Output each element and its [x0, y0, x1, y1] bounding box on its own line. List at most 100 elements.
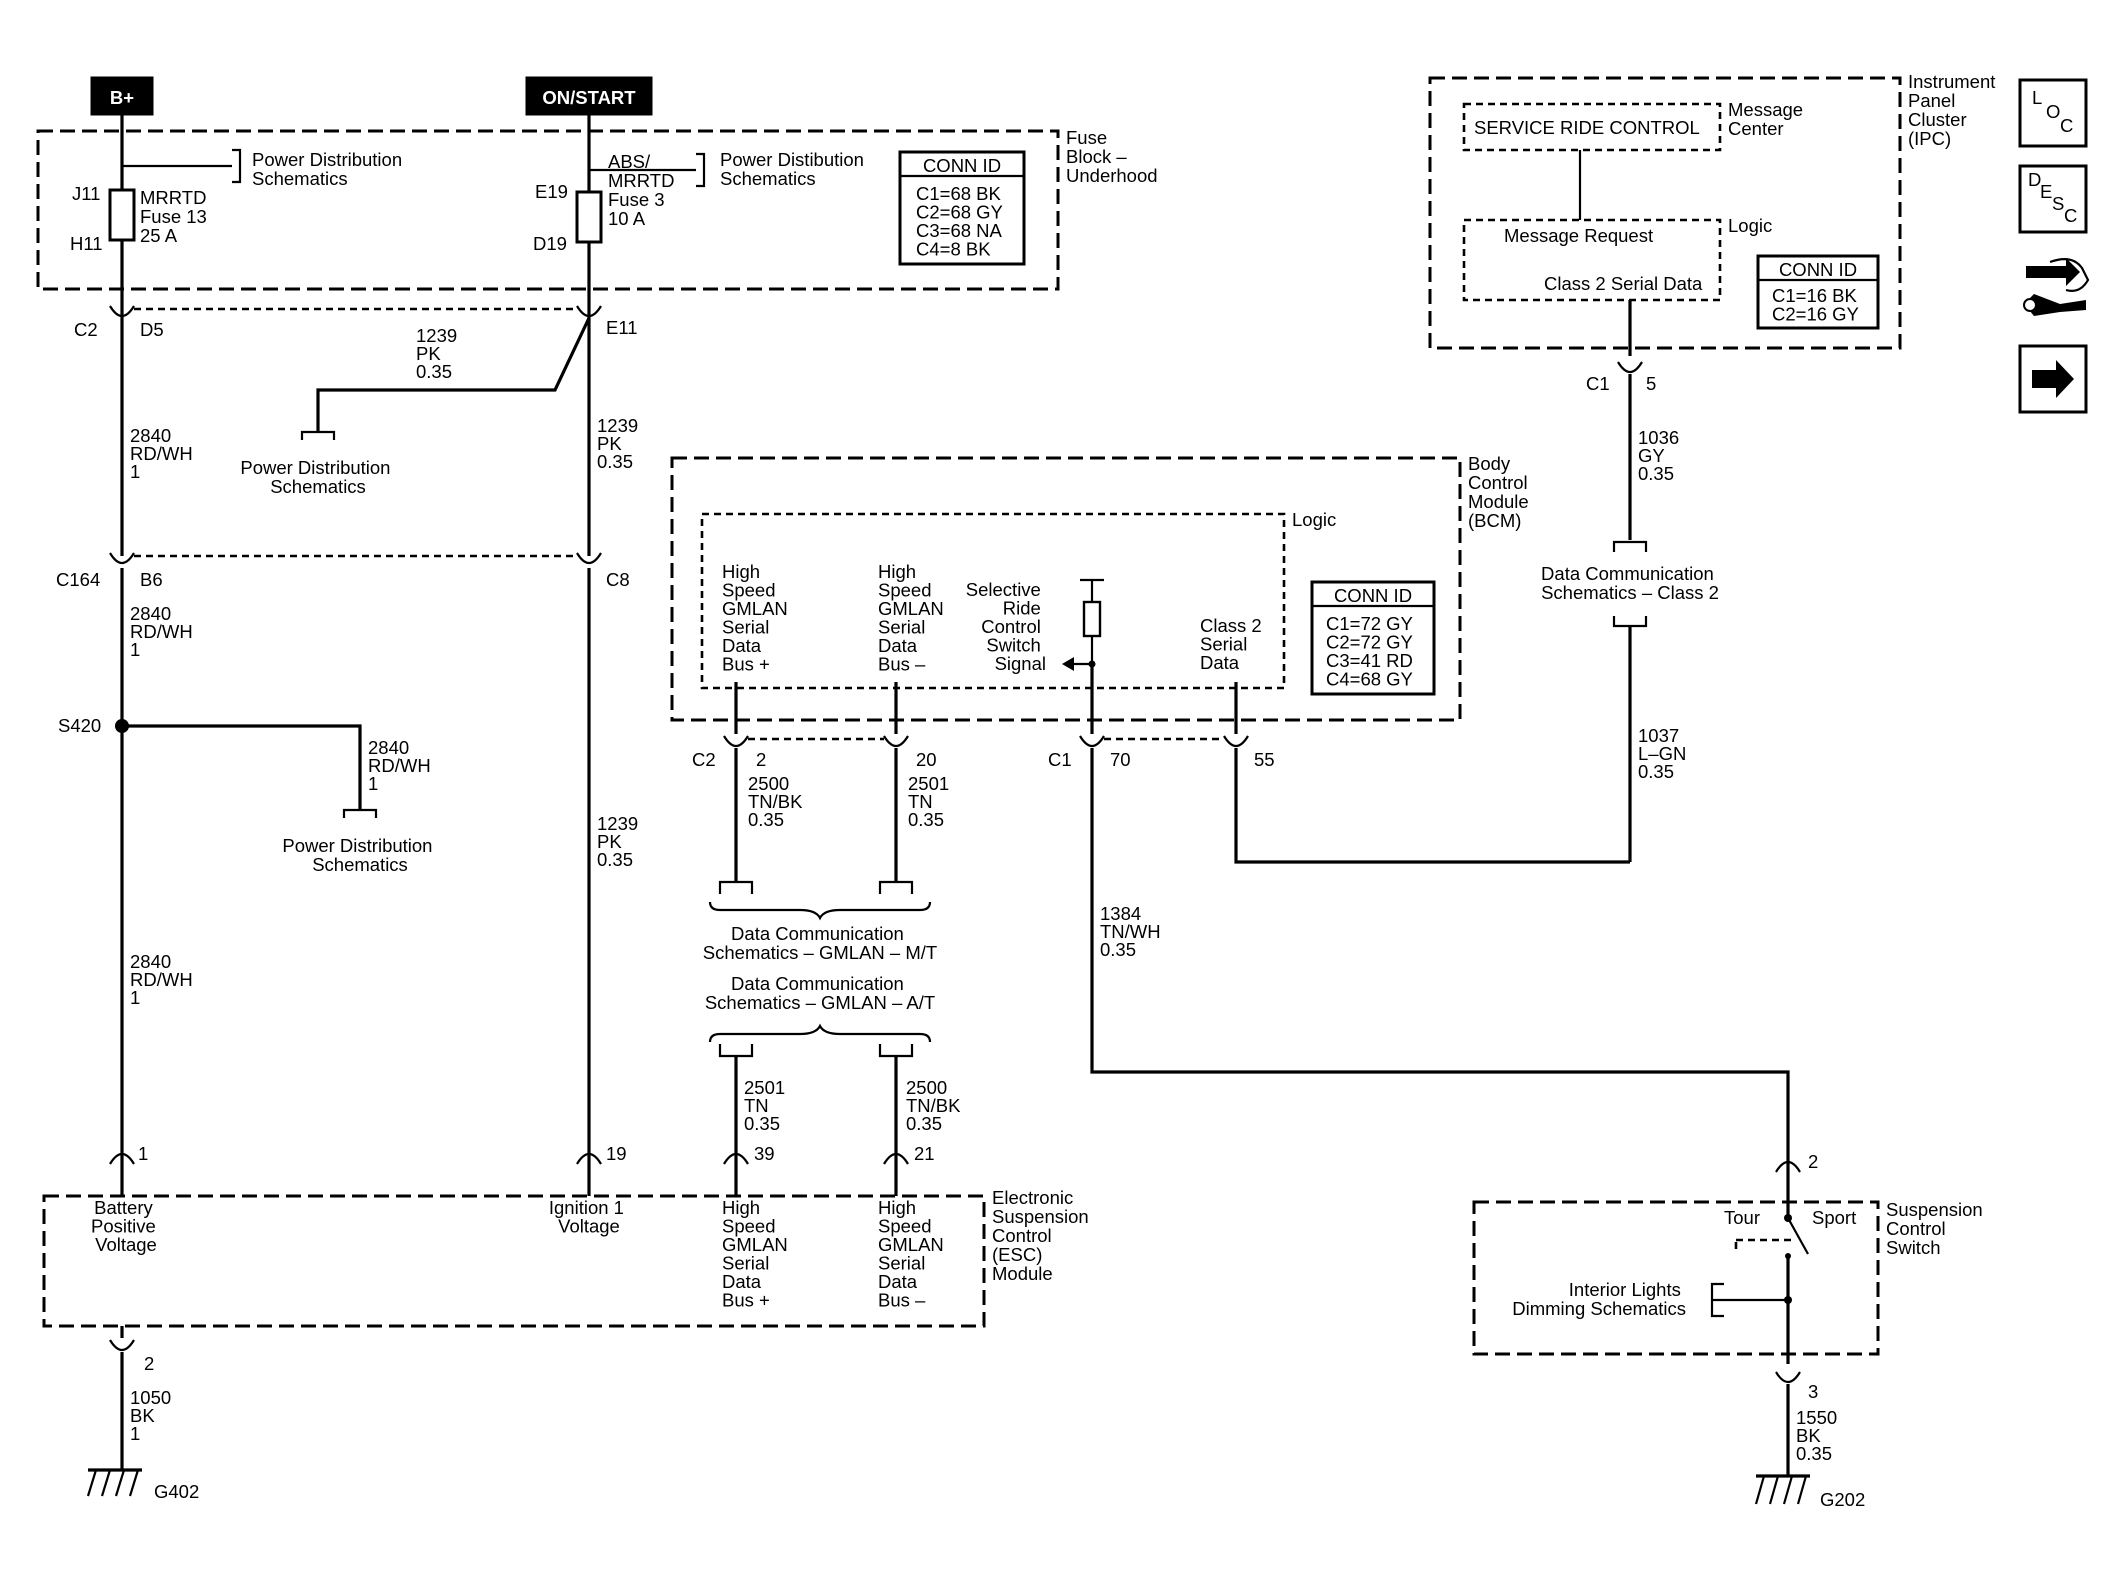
next-arrow-icon[interactable]: [2018, 344, 2088, 414]
svg-text:E: E: [2040, 181, 2052, 202]
data-comm-at: Data Communication Schematics – GMLAN – …: [705, 973, 935, 1013]
wire-2840-b: 2840 RD/WH 1: [130, 603, 198, 660]
fuse-3: [575, 190, 603, 244]
conn-c164: C164: [56, 569, 100, 590]
message-center-box: [1462, 102, 1722, 152]
switch-tour: Tour: [1724, 1207, 1760, 1228]
pull-up-resistor: [1062, 578, 1104, 671]
pin-c8: C8: [606, 569, 630, 590]
wire-1239-low: 1239 PK 0.35: [597, 813, 643, 870]
svg-text:L: L: [2032, 87, 2042, 108]
conn-c2: C2: [74, 319, 98, 340]
mode-switch: [1734, 1214, 1809, 1364]
svg-text:S: S: [2052, 193, 2064, 214]
svg-text:C1=72 GY C2=72 GY: C1=72 GY C2=72 GY C3=41 RD C4=68 GY: [1326, 613, 1418, 690]
bcm-selective-signal: Selective Ride Control Switch Signal: [966, 579, 1046, 674]
esc-battery-voltage: Battery Positive Voltage: [91, 1197, 161, 1255]
fuse-block-conn-id: CONN ID C1=68 BK C2=68 GY C3=68 NA C4=8 …: [898, 150, 1026, 266]
loc-icon[interactable]: L O C: [2018, 78, 2088, 148]
fuse-13-pin-bottom: H11: [70, 233, 103, 254]
bcm-name: Body Control Module (BCM): [1468, 453, 1534, 531]
fuse-13-pin-top: J11: [72, 183, 100, 204]
bcm-conn-c2: C2: [692, 749, 716, 770]
fuse-13-label: MRRTD Fuse 13 25 A: [140, 187, 212, 246]
pd-schematics-branch: Power Distribution Schematics: [240, 457, 395, 497]
svg-text:C: C: [2060, 115, 2073, 136]
bcm-pin-2: 2: [756, 749, 766, 770]
suspension-switch-outline: [1472, 1200, 1880, 1356]
bcm-conn-id: CONN ID C1=72 GY C2=72 GY C3=41 RD C4=68…: [1310, 580, 1436, 696]
wire-2840-branch: 2840 RD/WH 1: [368, 737, 436, 794]
message-center-label: Message Center: [1728, 99, 1808, 139]
esc-pin-21: 21: [914, 1143, 935, 1164]
bcm-hs-plus: High Speed GMLAN Serial Data Bus +: [722, 561, 793, 675]
interior-lights-dimming: Interior Lights Dimming Schematics: [1512, 1279, 1686, 1319]
svg-text:CONN ID: CONN ID: [923, 155, 1001, 176]
pin-b6: B6: [140, 569, 163, 590]
pin-e11: E11: [606, 317, 638, 338]
bcm-hs-minus: High Speed GMLAN Serial Data Bus –: [878, 561, 949, 675]
wire-2501-bot: 2501 TN 0.35: [744, 1077, 790, 1134]
svg-text:D: D: [2028, 169, 2041, 190]
esc-pin-2: 2: [144, 1353, 154, 1374]
ipc-pin-5: 5: [1646, 373, 1656, 394]
ipc-name: Instrument Panel Cluster (IPC): [1908, 71, 2001, 149]
data-comm-mt: Data Communication Schematics – GMLAN – …: [703, 923, 937, 963]
fuse-block-name: Fuse Block – Underhood: [1066, 127, 1158, 186]
bcm-logic-box: [700, 512, 1286, 690]
ipc-class2-label: Class 2 Serial Data: [1544, 273, 1703, 294]
wire-2500-bot: 2500 TN/BK 0.35: [906, 1077, 966, 1134]
bcm-pin-70: 70: [1110, 749, 1131, 770]
svg-text:C: C: [2064, 205, 2077, 226]
splice-s420-label: S420: [58, 715, 101, 736]
wire-1239-top: 1239 PK 0.35: [416, 325, 462, 382]
bcm-pin-55: 55: [1254, 749, 1275, 770]
fuse-3-pin-top: E19: [535, 181, 568, 202]
ground-g202: G202: [1820, 1489, 1865, 1510]
scs-pin-3: 3: [1808, 1381, 1818, 1402]
ipc-conn-c1: C1: [1586, 373, 1610, 394]
pd-schematics-left: Power Distribution Schematics: [252, 149, 407, 189]
fuse-3-label: ABS/ MRRTD Fuse 3 10 A: [608, 151, 680, 229]
ipc-outline: [1428, 76, 1902, 350]
bcm-outline: [670, 456, 1462, 722]
wire-1384: 1384 TN/WH 0.35: [1100, 903, 1166, 960]
ground-g402: G402: [154, 1481, 199, 1502]
on-start-label: ON/START: [525, 76, 653, 116]
message-request-label: Message Request: [1504, 225, 1653, 246]
bcm-conn-c1: C1: [1048, 749, 1072, 770]
ipc-conn-id: CONN ID C1=16 BK C2=16 GY: [1756, 254, 1880, 330]
wire-1550: 1550 BK 0.35: [1796, 1407, 1842, 1464]
svg-text:ON/START: ON/START: [542, 87, 636, 108]
bcm-pin-20: 20: [916, 749, 937, 770]
b-plus-label: B+: [90, 76, 154, 116]
wire-2840-a: 2840 RD/WH 1: [130, 425, 198, 482]
desc-icon[interactable]: D E S C: [2018, 164, 2088, 234]
esc-pin-19: 19: [606, 1143, 627, 1164]
svg-text:CONN ID: CONN ID: [1334, 585, 1412, 606]
wire-2501-top: 2501 TN 0.35: [908, 773, 954, 830]
wire-2500-top: 2500 TN/BK 0.35: [748, 773, 808, 830]
pd-schematics-right: Power Distibution Schematics: [720, 149, 869, 189]
bcm-logic-label: Logic: [1292, 509, 1336, 530]
fuse-block-outline: [36, 129, 1060, 291]
esc-pin-39: 39: [754, 1143, 775, 1164]
repair-tools-icon[interactable]: [2023, 257, 2090, 316]
suspension-switch-name: Suspension Control Switch: [1886, 1199, 1988, 1258]
svg-text:O: O: [2046, 101, 2060, 122]
ipc-logic-label: Logic: [1728, 215, 1772, 236]
pin-d5: D5: [140, 319, 164, 340]
fuse-3-pin-bottom: D19: [533, 233, 567, 254]
bcm-class2: Class 2 Serial Data: [1200, 615, 1267, 673]
wire-1036: 1036 GY 0.35: [1638, 427, 1684, 484]
esc-hs-minus: High Speed GMLAN Serial Data Bus –: [878, 1197, 949, 1311]
svg-text:C1=68 BK C2=68 GY: C1=68 BK C2=68 GY C3=68 NA C4=8 BK: [916, 183, 1008, 260]
esc-ignition-voltage: Ignition 1 Voltage: [549, 1197, 629, 1237]
wire-1050: 1050 BK 1: [130, 1387, 176, 1444]
svg-text:CONN ID: CONN ID: [1779, 259, 1857, 280]
ground-g402-symbol: [86, 1468, 142, 1497]
esc-hs-plus: High Speed GMLAN Serial Data Bus +: [722, 1197, 793, 1311]
data-comm-class2: Data Communication Schematics – Class 2: [1541, 563, 1719, 603]
svg-text:B+: B+: [110, 87, 134, 108]
svg-text:C1=16 BK C2=16 GY: C1=16 BK C2=16 GY: [1772, 285, 1862, 325]
